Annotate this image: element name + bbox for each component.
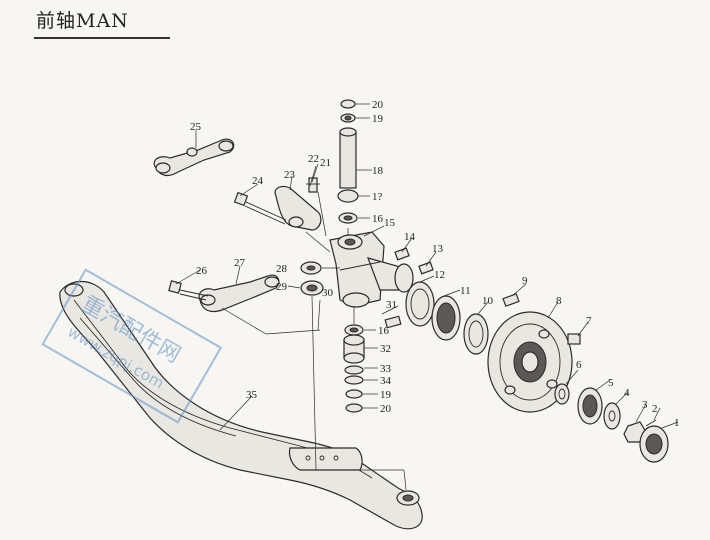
part-steering-knuckle-15 [329, 231, 414, 308]
callout-9: 9 [522, 275, 528, 287]
callout-31: 31 [386, 299, 397, 311]
callout-2: 2 [652, 403, 658, 415]
callout-4: 4 [624, 387, 630, 399]
callout-22: 22 [308, 153, 319, 165]
part-bolt-26 [168, 280, 209, 301]
callout-7: 7 [586, 315, 592, 327]
part-bolt-31 [384, 315, 402, 329]
callout-labels: 1 2 3 4 5 6 7 8 9 10 11 12 13 14 15 16 1… [190, 99, 680, 429]
part-pin-2 [645, 419, 657, 427]
callout-35: 35 [246, 389, 258, 401]
callout-3: 3 [642, 399, 648, 411]
callout-17: 1? [372, 191, 383, 203]
callout-leaders [175, 103, 679, 431]
callout-11: 11 [460, 285, 471, 297]
callout-33: 33 [380, 363, 392, 375]
title-underline [34, 37, 170, 39]
part-ring-10 [463, 313, 489, 355]
part-washers-28-30 [300, 261, 324, 296]
part-seal-12 [405, 281, 435, 327]
part-nut-7 [567, 333, 581, 345]
assembly-lines [221, 191, 407, 491]
part-ring-6 [554, 383, 570, 405]
callout-28: 28 [276, 263, 288, 275]
callout-20-lower: 20 [380, 403, 392, 415]
page-title: 前轴MAN [36, 10, 129, 32]
part-hub-cap-1 [639, 425, 669, 463]
part-washer-4 [603, 402, 621, 430]
callout-16-lower: 16 [378, 325, 390, 337]
callout-26: 26 [196, 265, 208, 277]
part-wheel-hub-8 [487, 311, 573, 413]
part-arm-25 [153, 138, 235, 177]
callout-27: 27 [234, 257, 246, 269]
callout-24: 24 [252, 175, 264, 187]
callout-15: 15 [384, 217, 396, 229]
callout-29: 29 [276, 281, 288, 293]
callout-25: 25 [190, 121, 202, 133]
part-bolts-13-14 [394, 247, 434, 275]
callout-19-upper: 19 [372, 113, 384, 125]
callout-20-upper: 20 [372, 99, 384, 111]
part-steering-arm-23 [274, 185, 322, 231]
callout-19-lower: 19 [380, 389, 392, 401]
callout-13: 13 [432, 243, 444, 255]
callout-34: 34 [380, 375, 392, 387]
part-front-axle-beam [59, 280, 423, 530]
callout-6: 6 [576, 359, 582, 371]
part-bolt-24 [233, 191, 287, 225]
part-lower-stack [343, 324, 365, 413]
callout-23: 23 [284, 169, 296, 181]
callout-8: 8 [556, 295, 562, 307]
part-lower-arm-27 [198, 274, 280, 313]
callout-18: 18 [372, 165, 384, 177]
part-bolt-9 [502, 293, 520, 307]
callout-1: 1 [674, 417, 680, 429]
part-king-pin-stack [337, 99, 359, 224]
callout-32: 32 [380, 343, 391, 355]
callout-16-upper: 16 [372, 213, 384, 225]
callout-5: 5 [608, 377, 614, 389]
callout-14: 14 [404, 231, 416, 243]
callout-10: 10 [482, 295, 494, 307]
part-bearing-5 [577, 387, 603, 425]
callout-30: 30 [322, 287, 334, 299]
callout-21: 21 [320, 157, 331, 169]
part-bearing-11 [431, 295, 461, 341]
callout-12: 12 [434, 269, 445, 281]
